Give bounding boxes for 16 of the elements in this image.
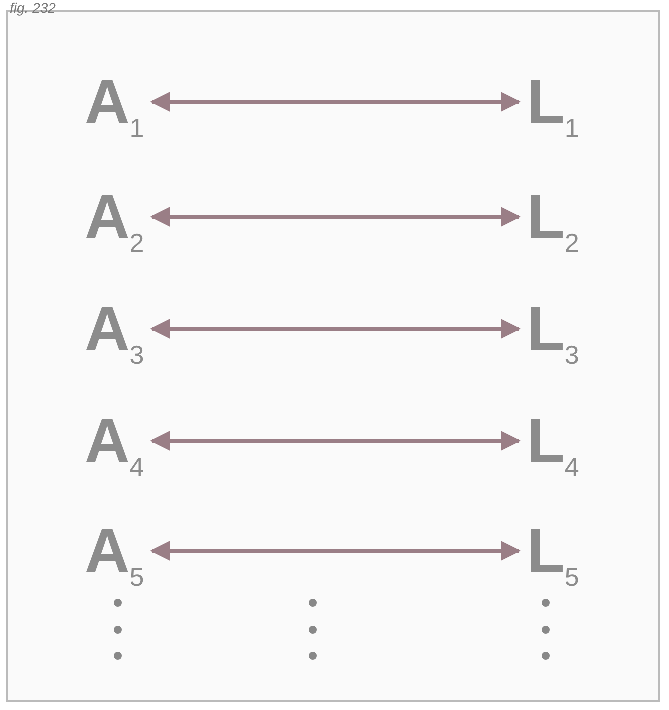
letter-label: L$_{4}$ (527, 407, 580, 479)
double-arrow (150, 92, 521, 112)
letter-label: A$_{5}$ (85, 517, 144, 589)
letter-label: A$_{4}$ (85, 407, 144, 479)
letter-label: A$_{3}$ (85, 295, 144, 367)
letter-label: A$_{1}$ (85, 68, 144, 140)
letter-label: A$_{2}$ (85, 183, 144, 255)
letter-label: L$_{5}$ (527, 517, 580, 589)
letter-label: L$_{2}$ (527, 183, 580, 255)
double-arrow (150, 431, 521, 451)
letter-label: L$_{3}$ (527, 295, 580, 367)
figure-number: fig. 232 (10, 0, 56, 16)
double-arrow (150, 207, 521, 227)
letter-label: L$_{1}$ (527, 68, 580, 140)
double-arrow (150, 541, 521, 561)
double-arrow (150, 319, 521, 339)
